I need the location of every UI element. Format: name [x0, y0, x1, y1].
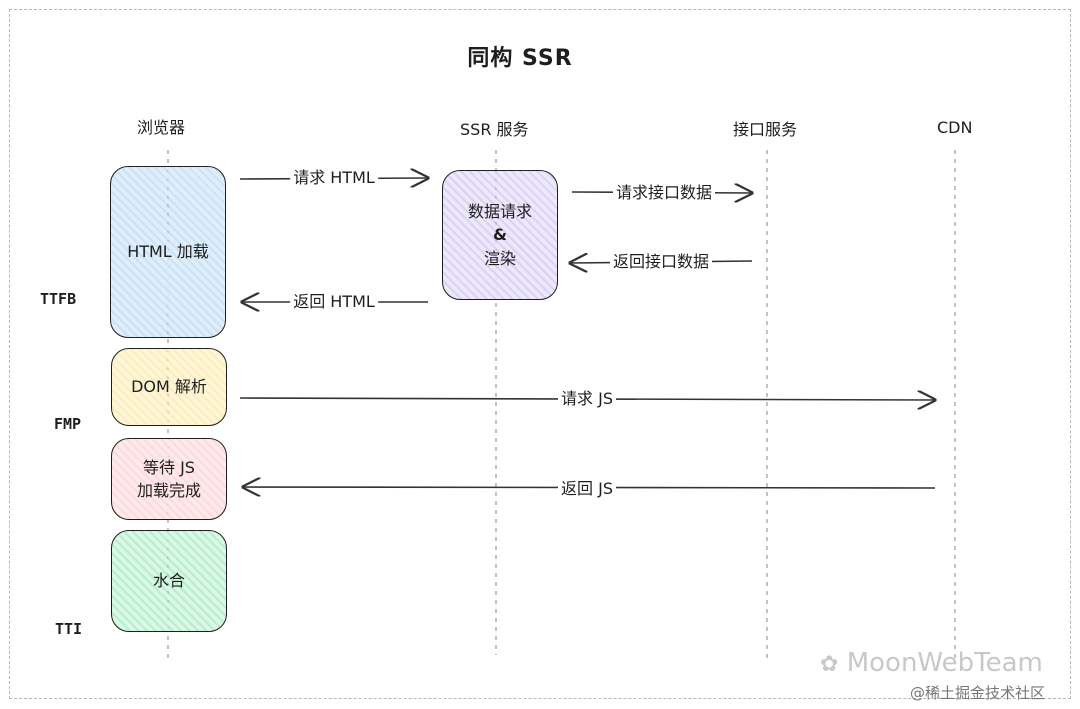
box-data-render-line2: & [493, 225, 507, 245]
lane-label-cdn: CDN [937, 118, 973, 137]
diagram-title: 同构 SSR [467, 46, 573, 71]
lane-label-ssr-service: SSR 服务 [460, 120, 529, 139]
wechat-icon: ✿ [820, 652, 839, 677]
box-html-load-label: HTML 加载 [127, 242, 209, 262]
lane-label-api-service: 接口服务 [733, 120, 798, 139]
box-html-load: HTML 加载 [110, 166, 226, 338]
box-wait-js-line1: 等待 JS [143, 457, 195, 477]
arrow-label-request-api: 请求接口数据 [612, 179, 716, 203]
box-data-render-line1: 数据请求 [467, 202, 532, 222]
box-wait-js: 等待 JS 加载完成 [111, 438, 227, 520]
diagram-frame [9, 9, 1071, 699]
watermark-brand-label: MoonWebTeam [846, 648, 1043, 678]
metric-tti: TTI [55, 620, 83, 638]
arrow-label-return-js: 返回 JS [558, 475, 616, 499]
watermark-brand: ✿ MoonWebTeam [820, 648, 1043, 678]
arrow-label-return-html: 返回 HTML [290, 288, 378, 312]
box-dom-parse-label: DOM 解析 [131, 377, 207, 397]
lane-label-browser: 浏览器 [137, 118, 186, 137]
box-wait-js-line2: 加载完成 [136, 481, 201, 500]
box-data-render: 数据请求 & 渲染 [442, 170, 558, 300]
box-dom-parse: DOM 解析 [111, 348, 227, 426]
arrow-label-request-html: 请求 HTML [290, 164, 378, 188]
box-data-render-line3: 渲染 [483, 248, 516, 268]
box-hydrate-label: 水合 [152, 571, 185, 591]
arrow-label-request-js: 请求 JS [558, 385, 616, 409]
watermark-site: @稀土掘金技术社区 [910, 684, 1046, 702]
metric-fmp: FMP [54, 415, 82, 433]
metric-ttfb: TTFB [40, 290, 77, 308]
arrow-label-return-api: 返回接口数据 [609, 248, 713, 272]
box-hydrate: 水合 [111, 530, 227, 632]
